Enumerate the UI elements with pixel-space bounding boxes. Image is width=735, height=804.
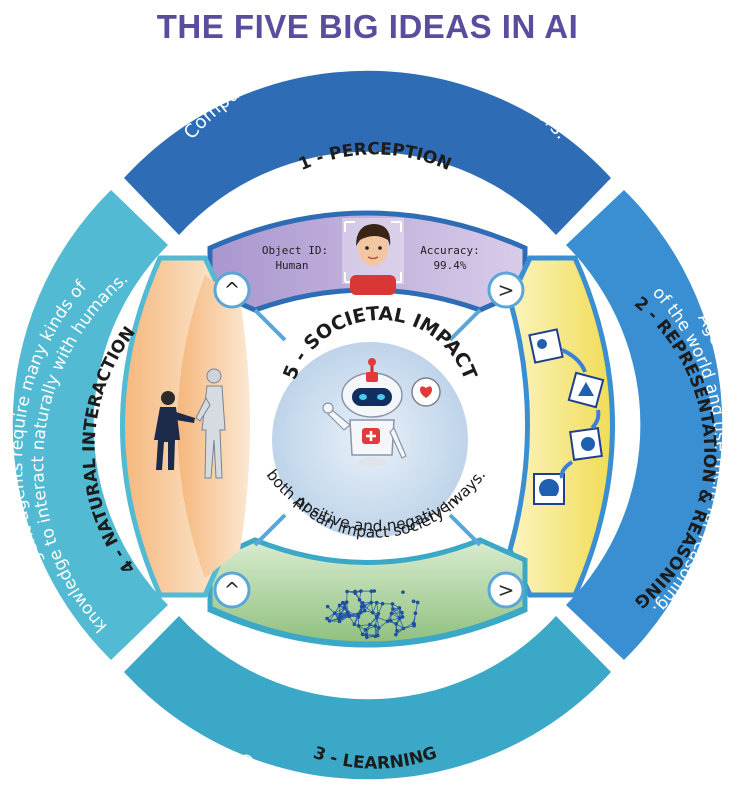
object-id-label: Object ID: [262,244,328,257]
learning-tile [207,537,528,648]
representation-tile [507,255,615,598]
chevron-icon: ^ [213,271,251,309]
outer-ring [12,70,723,780]
interaction-tile [120,255,250,598]
ring-segment-perception [124,70,611,235]
page-title: THE FIVE BIG IDEAS IN AI [156,8,579,45]
object-id-value: Human [275,259,308,272]
dividers [253,308,482,547]
accuracy-value: 99.4% [433,259,466,272]
ring-segment-representation [566,190,723,660]
chevron-icon: ^ [213,571,251,609]
ring-segment-interaction [12,190,169,660]
chevron-icon: > [487,271,525,309]
robot-heart-icon [322,358,441,467]
svg-text:>: > [498,578,515,602]
representation-tile-bg [507,255,615,598]
ring-segment-learning [124,616,611,780]
svg-text:^: ^ [224,278,241,302]
chevron-icon: > [487,571,525,609]
dice-reasoning-icon [528,328,605,505]
svg-text:^: ^ [224,578,241,602]
handshake-robot-icon [154,368,226,479]
face-scan-icon [342,218,404,295]
brain-network-icon [325,589,420,640]
svg-text:>: > [498,278,515,302]
accuracy-label: Accuracy: [420,244,480,257]
learning-tile-body [207,537,528,647]
